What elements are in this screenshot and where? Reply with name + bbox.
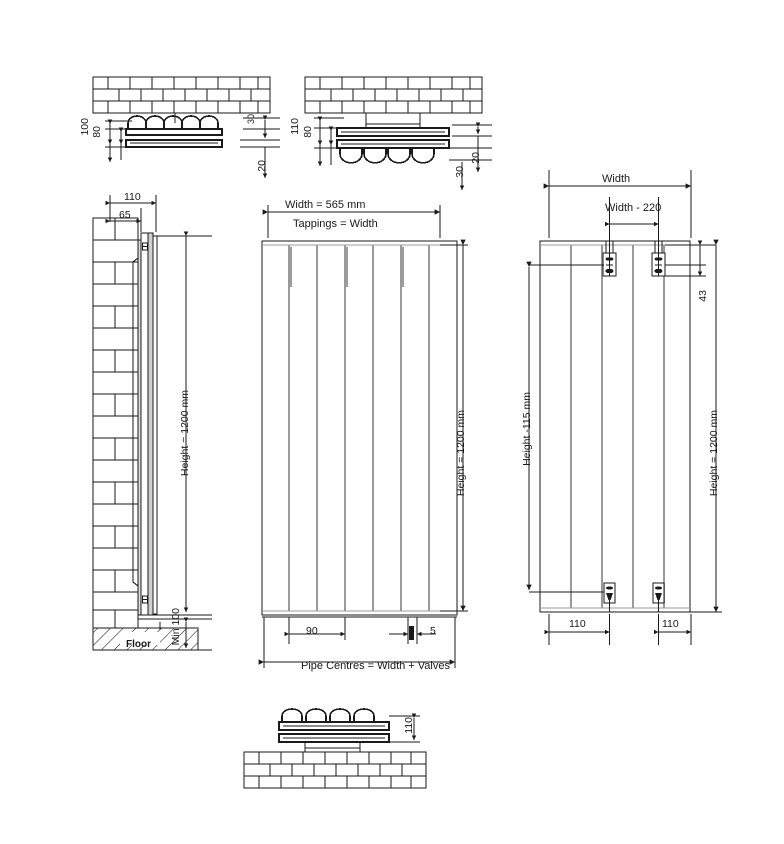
right-elevation-left-dimensions bbox=[526, 261, 604, 593]
front-elevation-bottom-dimensions bbox=[258, 616, 457, 668]
label-floor: Floor bbox=[126, 639, 151, 650]
right-elevation-bottom-dimensions bbox=[540, 611, 692, 645]
label-front-height: Height = 1200 mm bbox=[455, 410, 467, 497]
label-bottom-110: 110 bbox=[403, 717, 415, 734]
right-elevation-top-dimensions bbox=[543, 170, 692, 253]
front-elevation-fins bbox=[287, 245, 431, 611]
top-right-radiator-section bbox=[336, 113, 450, 164]
label-left-min-floor: Min 100 bbox=[170, 608, 182, 646]
label-top-left-20: 20 bbox=[256, 160, 268, 172]
label-right-width-minus: Width - 220 bbox=[605, 202, 662, 214]
label-right-width: Width bbox=[602, 173, 631, 185]
right-elevation-fins bbox=[569, 245, 666, 608]
left-elevation-floor bbox=[92, 627, 199, 651]
right-elevation-right-dimensions bbox=[665, 239, 722, 613]
label-top-left-30: 30 bbox=[246, 114, 256, 125]
left-elevation-radiator bbox=[132, 232, 212, 620]
label-top-right-30: 30 bbox=[454, 166, 466, 178]
front-elevation-top-dimension bbox=[262, 205, 441, 238]
label-front-pipe-centres: Pipe Centres = Width + Valves bbox=[301, 660, 450, 672]
label-front-width: Width = 565 mm bbox=[285, 199, 366, 211]
top-right-right-dimensions bbox=[449, 122, 492, 190]
top-left-brickwork bbox=[92, 76, 271, 114]
right-elevation-bracket-top-right bbox=[651, 241, 666, 277]
bottom-section-radiator bbox=[278, 708, 390, 752]
label-front-90: 90 bbox=[306, 625, 318, 637]
bottom-section-brickwork bbox=[243, 751, 427, 789]
label-top-left-80: 80 bbox=[91, 126, 103, 138]
right-elevation-bracket-bottom-right bbox=[652, 582, 665, 612]
label-front-5: 5 bbox=[430, 625, 436, 637]
front-elevation-height-dimension bbox=[440, 239, 468, 612]
label-right-43: 43 bbox=[697, 290, 709, 302]
top-left-radiator-section bbox=[125, 113, 223, 148]
label-left-height: Height = 1200 mm bbox=[179, 390, 191, 477]
label-right-110-left: 110 bbox=[569, 618, 586, 630]
label-top-right-20: 20 bbox=[470, 152, 482, 164]
label-right-110-right: 110 bbox=[662, 618, 679, 630]
left-elevation-brickwork bbox=[92, 217, 139, 629]
top-left-right-dimensions bbox=[240, 115, 280, 178]
label-right-height-minus: Height -115 mm bbox=[521, 392, 533, 466]
label-left-65: 65 bbox=[119, 209, 131, 221]
right-elevation-bracket-bottom-left bbox=[603, 582, 616, 612]
top-right-brickwork bbox=[304, 76, 483, 114]
label-top-right-110: 110 bbox=[289, 118, 301, 135]
right-elevation-radiator bbox=[539, 240, 691, 613]
front-elevation-fin-marks bbox=[290, 247, 404, 287]
label-right-height: Height = 1200 mm bbox=[708, 410, 720, 497]
top-right-dimensions bbox=[314, 116, 344, 166]
label-top-right-80: 80 bbox=[302, 126, 314, 138]
label-front-tappings: Tappings = Width bbox=[293, 218, 378, 230]
front-elevation-radiator bbox=[261, 240, 458, 616]
label-top-left-100: 100 bbox=[79, 118, 91, 136]
left-elevation-dimensions bbox=[105, 195, 212, 651]
top-left-dimensions bbox=[105, 119, 132, 162]
label-left-110: 110 bbox=[124, 191, 141, 203]
bottom-section-dimension bbox=[389, 713, 420, 743]
